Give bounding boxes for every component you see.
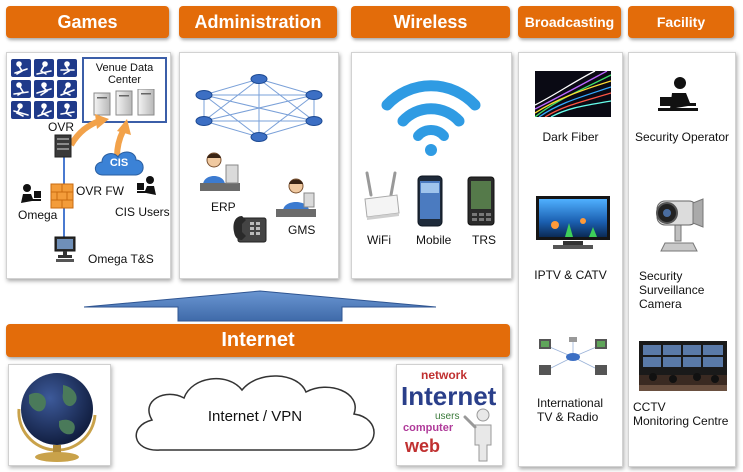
word-computer: computer [403, 422, 454, 434]
intl-tv-radio-diagram-icon [539, 337, 607, 375]
security-operator-label: Security Operator [634, 130, 730, 144]
cis-user-icon [137, 176, 156, 195]
header-administration: Administration [179, 6, 337, 38]
globe-image [8, 364, 111, 466]
omega-label: Omega [18, 208, 58, 222]
wifi-label: WiFi [367, 233, 391, 247]
word-web: web [405, 436, 441, 456]
wireless-panel: WiFi Mobile TRS [351, 52, 512, 279]
header-wireless: Wireless [351, 6, 510, 38]
word-network: network [421, 368, 468, 382]
internet-word-cloud-image: Internet network users computer web [396, 364, 503, 466]
orange-arrows-icon [68, 114, 131, 158]
internet-bar: Internet [6, 324, 510, 357]
facility-panel: Security Operator Security Surveillance … [628, 52, 736, 467]
iptv-label: IPTV & CATV [534, 268, 607, 282]
dark-fiber-image [535, 71, 611, 117]
mobile-label: Mobile [416, 233, 452, 247]
cis-users-label: CIS Users [115, 205, 170, 219]
intl-tv-radio-label: International TV & Radio [537, 396, 604, 424]
cctv-monitoring-label: CCTV Monitoring Centre [633, 400, 729, 428]
internet-vpn-label: Internet / VPN [207, 408, 303, 425]
upward-arrow [84, 290, 436, 322]
firewall-icon [50, 183, 74, 209]
gms-label: GMS [288, 223, 316, 237]
administration-panel: ERP GMS [179, 52, 339, 279]
header-broadcasting: Broadcasting [518, 6, 621, 38]
mesh-network-icon [195, 74, 323, 142]
word-users: users [435, 411, 460, 422]
cis-cloud-icon [94, 151, 144, 176]
surveillance-camera-icon [656, 198, 704, 252]
cis-label: CIS [109, 157, 129, 169]
surveillance-camera-label: Security Surveillance Camera [639, 269, 705, 311]
wifi-signal-icon [381, 80, 481, 156]
omega-user-icon [21, 184, 41, 203]
word-internet: Internet [401, 381, 497, 411]
wifi-router-icon [364, 171, 400, 220]
iptv-tv-icon [536, 196, 610, 249]
sport-pictograms-icon [11, 59, 77, 119]
dark-fiber-label: Dark Fiber [542, 130, 599, 144]
workstation-icon [54, 236, 76, 262]
server-rack-icon [93, 89, 155, 116]
globe-icon [17, 373, 97, 462]
telephone-icon [233, 216, 267, 243]
ovr-server-icon [54, 134, 72, 158]
mobile-phone-icon [417, 175, 443, 227]
trs-label: TRS [472, 233, 496, 247]
games-panel: Venue Data Center OVR CIS [6, 52, 171, 279]
gms-user-icon [276, 178, 316, 217]
header-games: Games [6, 6, 169, 38]
ovr-fw-label: OVR FW [76, 184, 124, 198]
header-facility: Facility [628, 6, 734, 38]
erp-user-icon [200, 152, 240, 191]
internet-vpn-cloud-icon [135, 375, 375, 451]
omega-ts-label: Omega T&S [88, 252, 154, 266]
erp-label: ERP [211, 200, 236, 214]
security-operator-icon [658, 77, 698, 111]
cctv-monitoring-image [639, 341, 727, 391]
presenter-figure-icon [463, 408, 492, 462]
trs-phone-icon [467, 176, 495, 226]
venue-data-center-label: Venue Data Center [95, 62, 154, 86]
ovr-label: OVR [48, 120, 75, 134]
broadcasting-panel: Dark Fiber IPTV & CATV International TV … [518, 52, 623, 467]
